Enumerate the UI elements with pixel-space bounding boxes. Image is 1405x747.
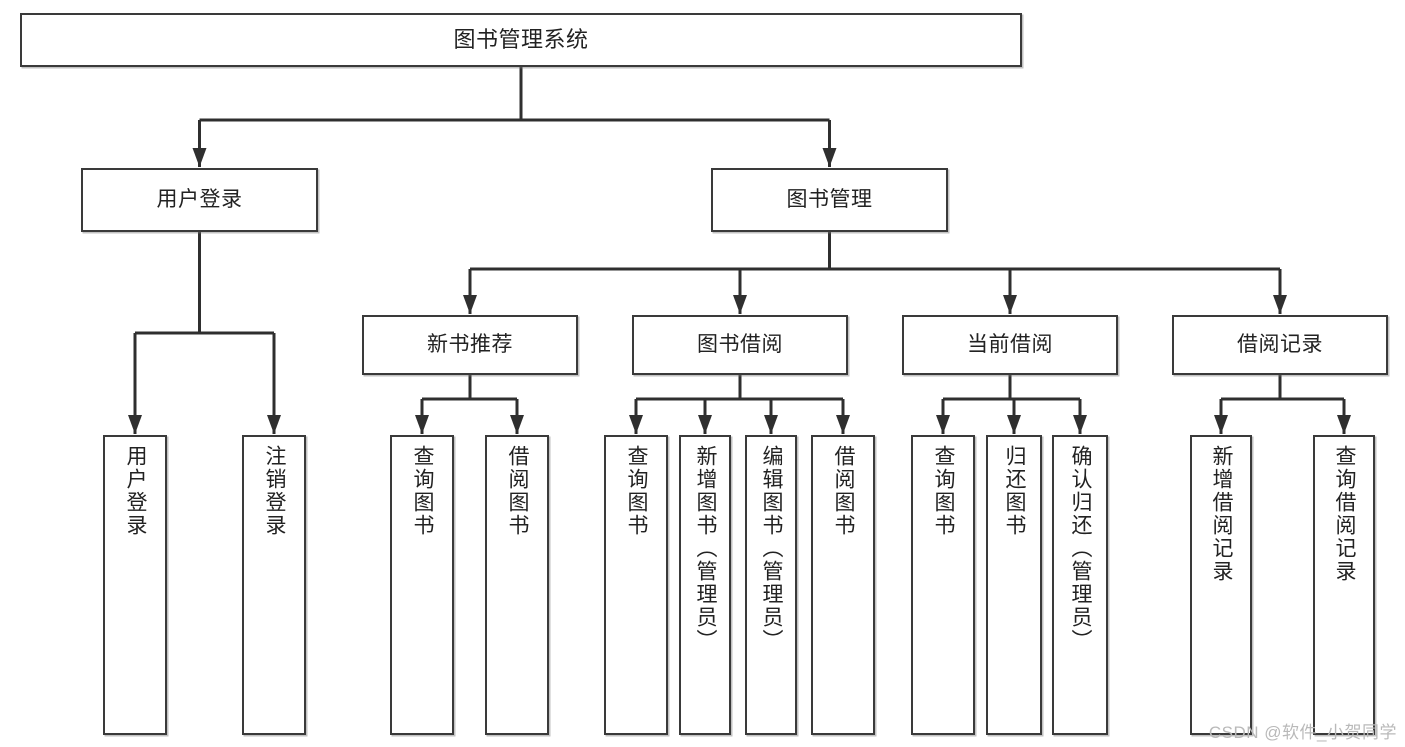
node-leaf-cb-confirm[interactable]: 确认归还（管理员） bbox=[1052, 435, 1108, 735]
node-leaf-bb-edit[interactable]: 编辑图书（管理员） bbox=[745, 435, 797, 735]
node-leaf-user-login-label: 用户登录 bbox=[124, 445, 148, 537]
node-leaf-cb-query[interactable]: 查询图书 bbox=[911, 435, 975, 735]
node-root-label: 图书管理系统 bbox=[453, 27, 589, 53]
node-leaf-br-add[interactable]: 新增借阅记录 bbox=[1190, 435, 1252, 735]
node-leaf-br-query[interactable]: 查询借阅记录 bbox=[1313, 435, 1375, 735]
node-leaf-br-query-label: 查询借阅记录 bbox=[1333, 445, 1357, 583]
node-borrow-record[interactable]: 借阅记录 bbox=[1172, 315, 1388, 375]
node-leaf-bb-borrow-label: 借阅图书 bbox=[832, 445, 856, 537]
node-leaf-br-add-label: 新增借阅记录 bbox=[1210, 445, 1234, 583]
node-leaf-bb-add-label: 新增图书（管理员） bbox=[694, 445, 718, 652]
node-borrow-record-label: 借阅记录 bbox=[1237, 332, 1323, 356]
node-leaf-user-login[interactable]: 用户登录 bbox=[103, 435, 167, 735]
node-leaf-cb-query-label: 查询图书 bbox=[932, 445, 956, 537]
node-book-manage[interactable]: 图书管理 bbox=[711, 168, 948, 232]
watermark: CSDN @软件_小贺同学 bbox=[1208, 723, 1397, 742]
node-leaf-cb-return[interactable]: 归还图书 bbox=[986, 435, 1042, 735]
node-leaf-rec-borrow-label: 借阅图书 bbox=[506, 445, 530, 537]
node-user-login-label: 用户登录 bbox=[156, 187, 243, 211]
node-leaf-rec-query-label: 查询图书 bbox=[411, 445, 435, 537]
node-new-book-rec-label: 新书推荐 bbox=[427, 332, 513, 356]
node-leaf-user-logout-label: 注销登录 bbox=[263, 445, 287, 537]
node-book-borrow-label: 图书借阅 bbox=[697, 332, 783, 356]
node-leaf-bb-query[interactable]: 查询图书 bbox=[604, 435, 668, 735]
node-book-borrow[interactable]: 图书借阅 bbox=[632, 315, 848, 375]
node-leaf-user-logout[interactable]: 注销登录 bbox=[242, 435, 306, 735]
node-leaf-rec-borrow[interactable]: 借阅图书 bbox=[485, 435, 549, 735]
node-leaf-bb-add[interactable]: 新增图书（管理员） bbox=[679, 435, 731, 735]
node-current-borrow[interactable]: 当前借阅 bbox=[902, 315, 1118, 375]
node-leaf-cb-confirm-label: 确认归还（管理员） bbox=[1069, 445, 1093, 652]
node-root[interactable]: 图书管理系统 bbox=[20, 13, 1022, 67]
node-leaf-cb-return-label: 归还图书 bbox=[1003, 445, 1027, 537]
node-leaf-bb-query-label: 查询图书 bbox=[625, 445, 649, 537]
node-leaf-bb-edit-label: 编辑图书（管理员） bbox=[760, 445, 784, 652]
node-current-borrow-label: 当前借阅 bbox=[967, 332, 1053, 356]
node-user-login[interactable]: 用户登录 bbox=[81, 168, 318, 232]
node-new-book-rec[interactable]: 新书推荐 bbox=[362, 315, 578, 375]
node-leaf-rec-query[interactable]: 查询图书 bbox=[390, 435, 454, 735]
node-leaf-bb-borrow[interactable]: 借阅图书 bbox=[811, 435, 875, 735]
node-book-manage-label: 图书管理 bbox=[786, 187, 873, 211]
